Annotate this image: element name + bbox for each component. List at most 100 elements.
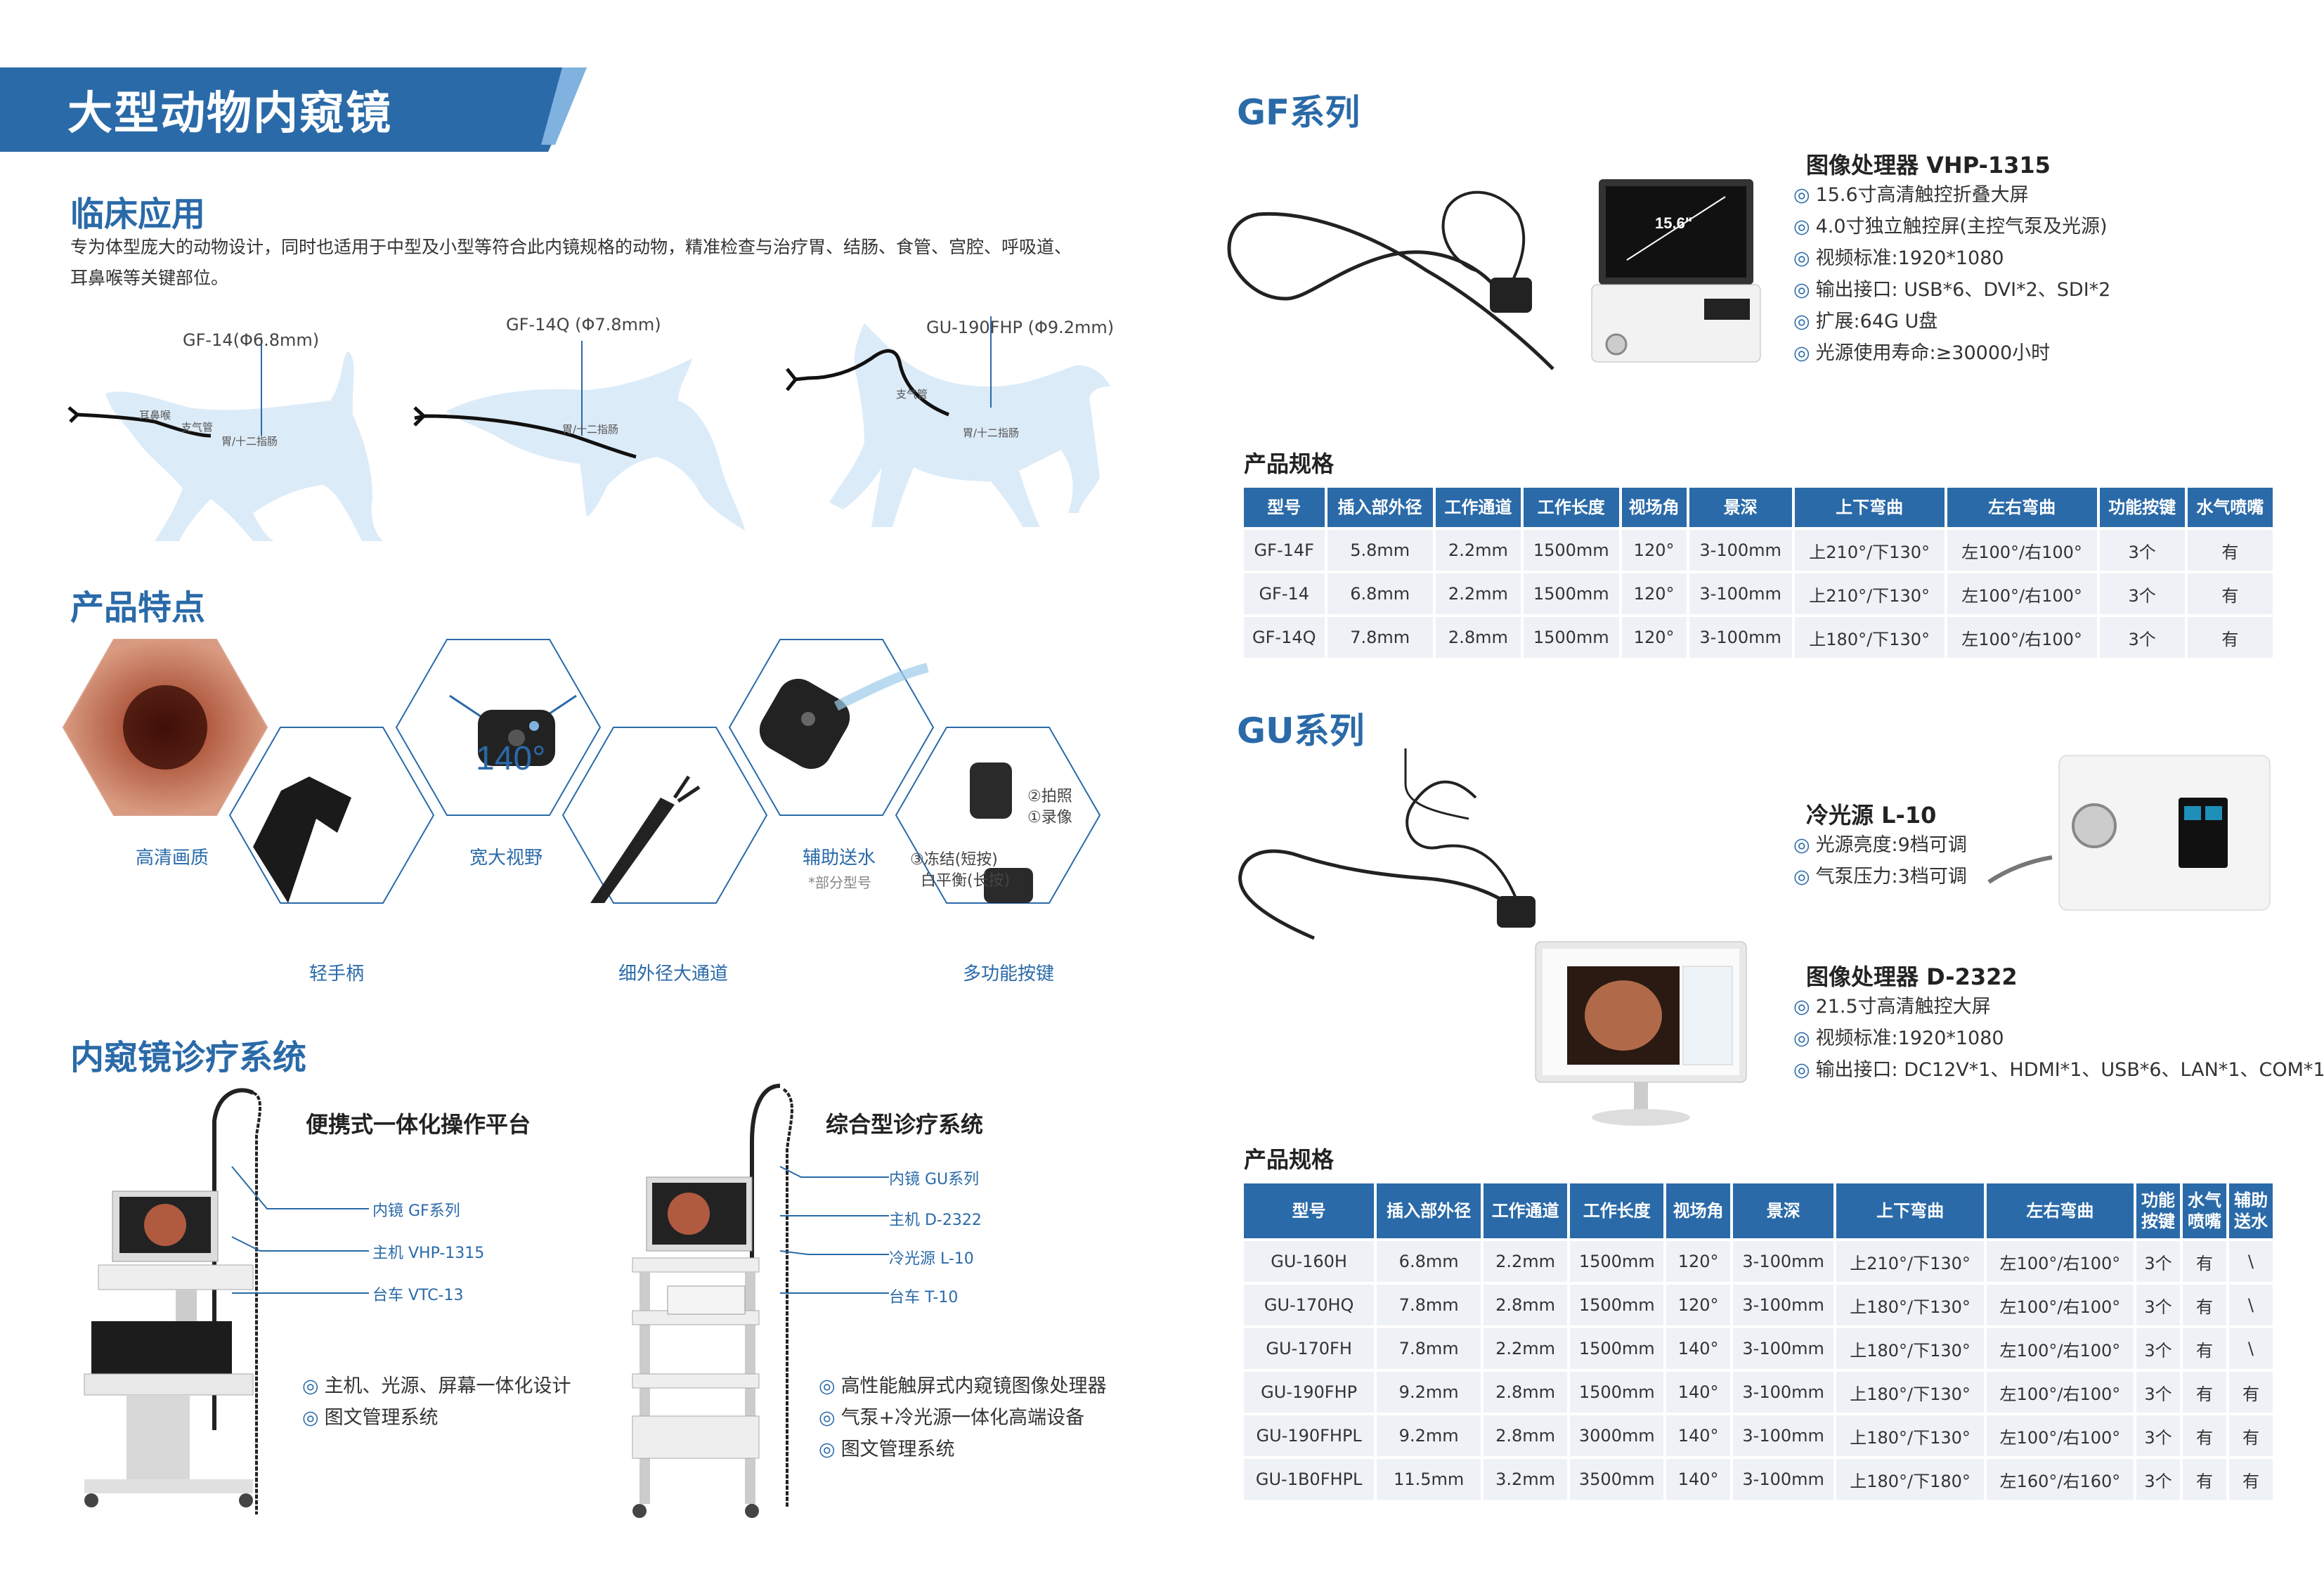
table-cell: GF-14Q (1244, 617, 1325, 658)
table-cell: 2.8mm (1435, 617, 1521, 658)
table-cell: 有 (2183, 1415, 2226, 1456)
table-header-cell: 景深 (1689, 488, 1792, 527)
table-cell: 上180°/下180° (1836, 1459, 1984, 1500)
horse-model-label: GU-190FHP (Φ9.2mm) (926, 318, 1115, 337)
table-cell: 有 (2228, 1459, 2273, 1500)
table-cell: \ (2228, 1285, 2273, 1325)
table-cell: 左100°/右100° (1947, 573, 2097, 614)
table-cell: 2.8mm (1484, 1372, 1568, 1413)
feature-water-note: *部分型号 (808, 874, 871, 891)
gu-spec-table: 型号插入部外径工作通道工作长度视场角景深上下弯曲左右弯曲功能 按键水气 喷嘴辅助… (1241, 1181, 2276, 1503)
horse-silhouette (786, 316, 1110, 527)
horse-tag: 支气管 (896, 388, 928, 401)
dog-tag: 耳鼻喉 (139, 409, 171, 422)
table-cell: 3500mm (1570, 1459, 1664, 1500)
table-cell: 3000mm (1570, 1415, 1664, 1456)
d-2322-image (1535, 941, 1747, 1126)
key-label: ①录像 (1027, 809, 1072, 826)
table-cell: 140° (1666, 1415, 1730, 1456)
table-cell: 120° (1621, 617, 1687, 658)
table-cell: 120° (1621, 530, 1687, 571)
portable-callout-lines (231, 1166, 369, 1294)
table-cell: 7.8mm (1327, 617, 1433, 658)
table-cell: 有 (2187, 530, 2273, 571)
table-cell: 3个 (2136, 1415, 2180, 1456)
table-cell: 上180°/下130° (1794, 617, 1945, 658)
dog-tag: 支气管 (181, 421, 214, 434)
table-cell: 有 (2183, 1459, 2226, 1500)
dolphin-silhouette (413, 341, 745, 531)
integrated-cart-image (632, 1084, 793, 1518)
gu-endoscope-image (1238, 748, 1536, 940)
portable-cart-image (84, 1088, 261, 1514)
table-cell: 1500mm (1570, 1328, 1664, 1369)
table-cell: 3-100mm (1689, 573, 1792, 614)
table-cell: 1500mm (1570, 1372, 1664, 1413)
table-cell: 3个 (2099, 530, 2185, 571)
feature-channel: 细外径大通道 (618, 963, 729, 985)
table-cell: 有 (2183, 1285, 2226, 1325)
gf-endoscope-image (1227, 190, 1554, 370)
table-cell: 11.5mm (1377, 1459, 1481, 1500)
table-cell: GU-160H (1244, 1241, 1375, 1282)
table-cell: 140° (1666, 1372, 1730, 1413)
view-angle-label: 140° (476, 740, 545, 777)
key-label: ②拍照 (1027, 788, 1072, 805)
table-cell: 有 (2183, 1372, 2226, 1413)
table-header-cell: 辅助 送水 (2228, 1183, 2273, 1238)
dog-tag: 胃/十二指肠 (221, 435, 278, 448)
table-cell: 左100°/右100° (1947, 530, 2097, 571)
table-cell: 120° (1666, 1285, 1730, 1325)
header-banner (0, 67, 587, 152)
table-cell: 9.2mm (1377, 1415, 1481, 1456)
table-cell: GU-190FHPL (1244, 1415, 1375, 1456)
table-cell: 有 (2228, 1372, 2273, 1413)
key-label: ③冻结(短按) (910, 851, 998, 869)
table-cell: \ (2228, 1328, 2273, 1369)
table-cell: 2.2mm (1435, 530, 1521, 571)
table-cell: 左100°/右100° (1986, 1372, 2134, 1413)
system-title: 内窥镜诊疗系统 (70, 1038, 307, 1077)
table-cell: 左100°/右100° (1986, 1285, 2134, 1325)
gu-spec-title: 产品规格 (1244, 1146, 1335, 1173)
table-header-cell: 工作长度 (1523, 488, 1619, 527)
portable-callout: 内镜 GF系列 (372, 1202, 460, 1220)
table-cell: 1500mm (1523, 530, 1619, 571)
table-header-cell: 工作通道 (1435, 488, 1521, 527)
d2322-title: 图像处理器 D-2322 (1806, 963, 2018, 990)
table-cell: 2.2mm (1484, 1241, 1568, 1282)
dog-model-label: GF-14(Φ6.8mm) (183, 330, 320, 350)
gu-title: GU系列 (1237, 710, 1365, 751)
table-cell: 3-100mm (1732, 1328, 1834, 1369)
integrated-callout: 冷光源 L-10 (889, 1250, 974, 1268)
vhp-bullets: ◎15.6寸高清触控折叠大屏 ◎4.0寸独立触控屏(主控气泵及光源) ◎视频标准… (1793, 184, 2111, 364)
table-cell: 6.8mm (1327, 573, 1433, 614)
table-cell: 3-100mm (1732, 1415, 1834, 1456)
dog-silhouette (67, 337, 383, 541)
integrated-callout-lines (779, 1166, 889, 1294)
table-cell: 9.2mm (1377, 1372, 1481, 1413)
dolphin-tag: 胃/十二指肠 (562, 423, 619, 436)
table-cell: 有 (2183, 1241, 2226, 1282)
table-cell: 上180°/下130° (1836, 1415, 1984, 1456)
table-header-cell: 视场角 (1621, 488, 1687, 527)
table-cell: 3-100mm (1689, 530, 1792, 571)
vhp-1315-image: 15.6" (1591, 179, 1761, 363)
table-cell: \ (2228, 1241, 2273, 1282)
clinical-description: 专为体型庞大的动物设计，同时也适用于中型及小型等符合此内镜规格的动物，精准检查与… (70, 237, 1072, 288)
table-cell: 5.8mm (1327, 530, 1433, 571)
table-header-cell: 插入部外径 (1327, 488, 1433, 527)
table-cell: 7.8mm (1377, 1328, 1481, 1369)
table-cell: 左160°/右160° (1986, 1459, 2134, 1500)
table-header-cell: 型号 (1244, 1183, 1375, 1238)
table-cell: 2.8mm (1484, 1415, 1568, 1456)
table-cell: 2.2mm (1435, 573, 1521, 614)
l10-bullets: ◎光源亮度:9档可调 ◎气泵压力:3档可调 (1793, 834, 1967, 888)
integrated-title: 综合型诊疗系统 (826, 1111, 984, 1138)
table-cell: 左100°/右100° (1986, 1415, 2134, 1456)
